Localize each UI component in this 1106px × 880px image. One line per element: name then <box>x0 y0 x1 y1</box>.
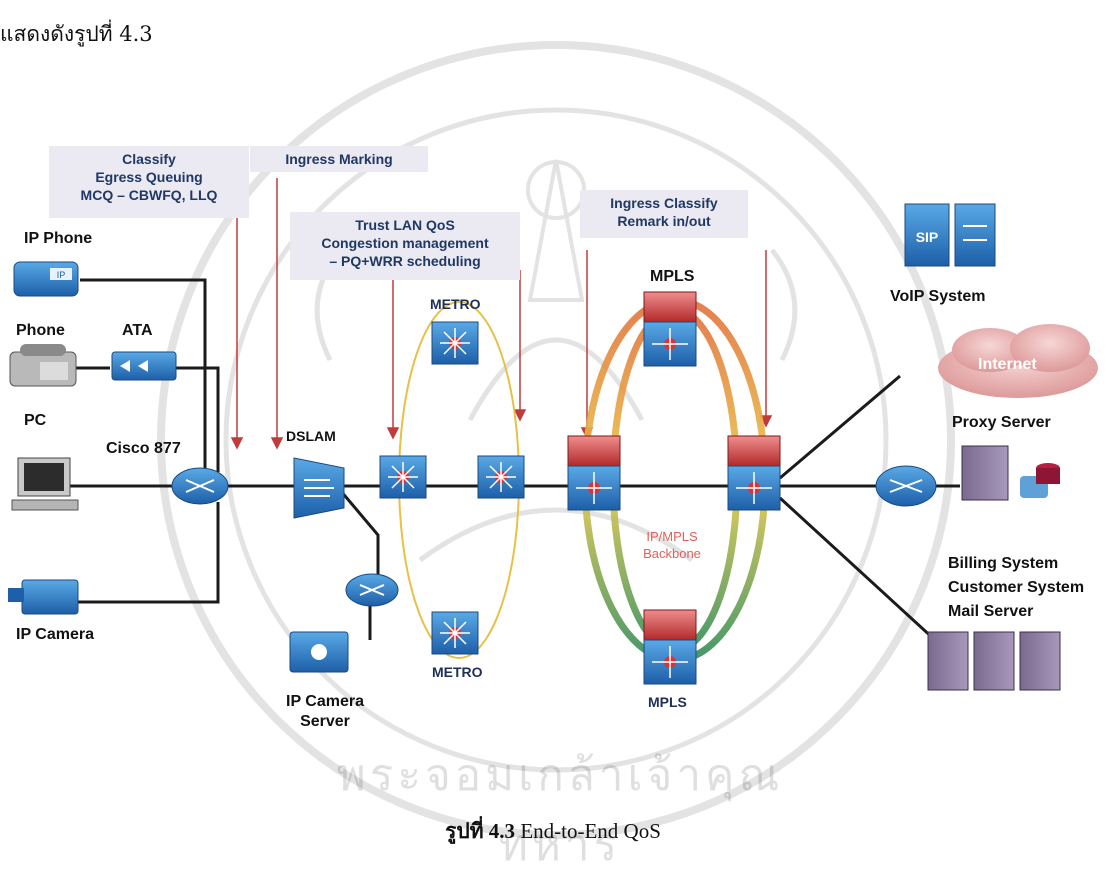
voip-switch-icon <box>954 203 996 267</box>
metro-switch-bottom-icon <box>431 611 479 655</box>
ip-phone-icon: IP <box>13 261 79 297</box>
intro-text: แสดงดังรูปที่ 4.3 <box>0 22 153 46</box>
backend-servers-icon <box>927 631 1061 691</box>
proxy-server-label: Proxy Server <box>952 414 1051 431</box>
phone-icon <box>9 344 77 387</box>
ip-camera-server-icon <box>289 631 349 673</box>
cisco-877-router-icon <box>171 467 229 505</box>
metro-top-label: METRO <box>430 296 481 312</box>
trust-lan-line-2: Congestion management <box>321 235 489 251</box>
ingress-classify-line-1: Ingress Classify <box>610 195 718 211</box>
edge-router-icon <box>875 465 937 507</box>
phone-label: Phone <box>16 322 65 339</box>
ingress-classify-note: Ingress Classify Remark in/out <box>580 190 748 238</box>
caption-title: End-to-End QoS <box>520 819 661 843</box>
backbone-line-1: IP/MPLS <box>646 529 698 544</box>
mail-server-label: Mail Server <box>948 603 1034 620</box>
voip-system-label: VoIP System <box>890 288 986 305</box>
classify-line-3: MCQ – CBWFQ, LLQ <box>80 187 218 203</box>
ip-camera-label: IP Camera <box>16 626 94 643</box>
ip-camera-icon <box>8 579 79 615</box>
proxy-server-icon <box>961 445 1060 501</box>
sip-server-icon: SIP <box>904 203 950 267</box>
pc-icon <box>11 457 79 511</box>
ingress-marking-text: Ingress Marking <box>285 151 393 167</box>
backbone-line-2: Backbone <box>643 546 701 561</box>
classify-line-1: Classify <box>122 151 176 167</box>
dslam-icon <box>293 457 345 519</box>
watermark-text: พระจอมเกล้าเจ้าคุณทหาร <box>336 750 784 871</box>
mpls-top-label: MPLS <box>650 268 695 285</box>
billing-system-label: Billing System <box>948 555 1059 572</box>
mpls-bottom-label: MPLS <box>648 694 687 710</box>
metro-switch-left-icon <box>379 455 427 499</box>
mpls-router-bottom-icon <box>643 609 697 685</box>
qos-marker-arrows <box>230 178 773 450</box>
metro-switch-top-icon <box>431 321 479 365</box>
pc-label: PC <box>24 412 47 429</box>
ip-camera-server-line-1: IP Camera <box>286 693 364 710</box>
mpls-router-left-icon <box>567 435 621 511</box>
ata-label: ATA <box>122 322 153 339</box>
mpls-router-right-icon <box>727 435 781 511</box>
ingress-marking-note: Ingress Marking <box>250 146 428 172</box>
dslam-label: DSLAM <box>286 428 336 444</box>
trust-lan-line-1: Trust LAN QoS <box>355 217 455 233</box>
ip-camera-server-label: IP Camera Server <box>278 692 372 732</box>
ip-phone-label: IP Phone <box>24 230 93 247</box>
mpls-router-top-icon <box>643 291 697 367</box>
backend-systems-label: Billing System Customer System Mail Serv… <box>948 552 1084 624</box>
ingress-classify-line-2: Remark in/out <box>617 213 711 229</box>
internet-cloud-icon <box>938 324 1098 398</box>
camera-router-icon <box>345 573 399 607</box>
sip-icon-text: SIP <box>916 229 939 245</box>
metro-switch-right-icon <box>477 455 525 499</box>
cisco-877-label: Cisco 877 <box>106 440 181 457</box>
caption-prefix: รูปที่ 4.3 <box>445 819 516 843</box>
customer-system-label: Customer System <box>948 579 1085 596</box>
ip-phone-icon-text: IP <box>57 270 66 280</box>
metro-bottom-label: METRO <box>432 664 483 680</box>
internet-label: Internet <box>978 356 1037 373</box>
trust-lan-line-3: – PQ+WRR scheduling <box>329 253 481 269</box>
trust-lan-note: Trust LAN QoS Congestion management – PQ… <box>290 212 520 280</box>
ip-camera-server-line-2: Server <box>300 713 350 730</box>
classify-line-2: Egress Queuing <box>95 169 203 185</box>
backbone-label: IP/MPLS Backbone <box>630 528 714 562</box>
classify-note: Classify Egress Queuing MCQ – CBWFQ, LLQ <box>49 146 249 218</box>
ata-icon <box>111 351 177 381</box>
figure-caption: รูปที่ 4.3 End-to-End QoS <box>0 815 1106 848</box>
